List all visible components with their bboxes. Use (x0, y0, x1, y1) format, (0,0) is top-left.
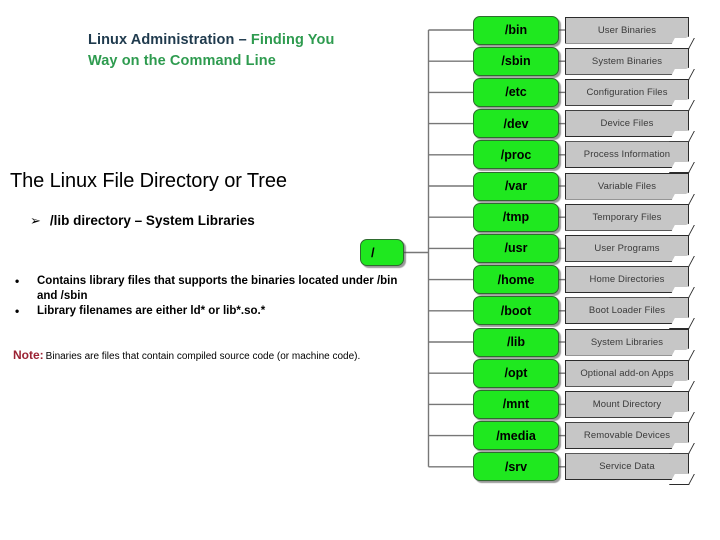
tree-description-lib[interactable]: System Libraries (565, 328, 695, 361)
list-item-label: Library filenames are either ld* or lib*… (37, 305, 266, 317)
bullet-dot-icon: • (15, 304, 20, 318)
tree-node-label: /mnt (502, 397, 530, 412)
tree-node-tmp[interactable]: /tmp (473, 202, 559, 232)
tree-description-label: Device Files (565, 110, 689, 138)
tree-description-label: Boot Loader Files (565, 297, 689, 325)
tree-node-lib[interactable]: /lib (473, 327, 559, 357)
tree-node-bin[interactable]: /bin (473, 15, 559, 45)
arrow-bullet-icon: ➢ (30, 214, 41, 229)
list-item: • Library filenames are either ld* or li… (12, 304, 417, 319)
tree-description-label: Optional add-on Apps (565, 359, 689, 387)
tree-node-var[interactable]: /var (473, 171, 559, 201)
bullet-list: • Contains library files that supports t… (12, 274, 417, 319)
tree-description-label: Removable Devices (565, 422, 689, 450)
tree-node-dev[interactable]: /dev (473, 109, 559, 139)
tree-node-label: /dev (503, 116, 529, 131)
tree-node-label: /proc (500, 147, 532, 162)
tree-description-dev[interactable]: Device Files (565, 110, 695, 143)
tree-node-root-label: / (371, 245, 375, 260)
tree-node-label: /opt (504, 366, 528, 381)
tree-node-label: /tmp (502, 210, 530, 225)
tree-description-opt[interactable]: Optional add-on Apps (565, 359, 695, 392)
tree-node-sbin[interactable]: /sbin (473, 46, 559, 76)
tree-description-media[interactable]: Removable Devices (565, 422, 695, 455)
tree-description-proc[interactable]: Process Information (565, 141, 695, 174)
tree-description-label: System Libraries (565, 328, 689, 356)
tree-description-home[interactable]: Home Directories (565, 266, 695, 299)
tree-node-label: /srv (504, 459, 528, 474)
tree-description-label: System Binaries (565, 47, 689, 75)
tree-node-label: /media (496, 428, 536, 443)
slide-title-secondary: Finding You Way on the Command Line (88, 32, 335, 69)
tree-node-srv[interactable]: /srv (473, 452, 559, 482)
list-item: • Contains library files that supports t… (12, 274, 417, 304)
tree-node-label: /bin (504, 23, 528, 37)
tree-node-media[interactable]: /media (473, 421, 559, 451)
tree-node-label: /lib (506, 335, 526, 349)
arrow-bullet-item: ➢ /lib directory – System Libraries (30, 213, 255, 228)
tree-node-label: /var (504, 179, 528, 193)
tree-description-label: Service Data (565, 453, 689, 481)
note-text: Binaries are files that contain compiled… (45, 351, 361, 362)
tree-node-mnt[interactable]: /mnt (473, 389, 559, 419)
tree-node-usr[interactable]: /usr (473, 233, 559, 263)
tree-node-home[interactable]: /home (473, 265, 559, 295)
section-heading: The Linux File Directory or Tree (10, 170, 287, 192)
tree-node-boot[interactable]: /boot (473, 296, 559, 326)
tree-description-boot[interactable]: Boot Loader Files (565, 297, 695, 330)
arrow-bullet-label: /lib directory – System Libraries (49, 213, 255, 228)
tree-node-proc[interactable]: /proc (473, 140, 559, 170)
tree-description-label: User Binaries (565, 16, 689, 44)
tree-node-label: /etc (505, 85, 527, 100)
tree-node-etc[interactable]: /etc (473, 77, 559, 107)
tree-description-label: Temporary Files (565, 203, 689, 231)
tree-node-label: /boot (500, 303, 532, 318)
tree-node-label: /home (497, 272, 535, 287)
slide-title: Linux Administration – Finding You Way o… (88, 30, 368, 72)
tree-node-label: /sbin (501, 54, 531, 69)
tree-description-label: Configuration Files (565, 78, 689, 106)
tree-description-mnt[interactable]: Mount Directory (565, 390, 695, 423)
tree-node-root[interactable]: / (360, 239, 404, 266)
tree-description-usr[interactable]: User Programs (565, 234, 695, 267)
tree-description-label: Variable Files (565, 172, 689, 200)
tree-description-etc[interactable]: Configuration Files (565, 78, 695, 111)
tree-description-tmp[interactable]: Temporary Files (565, 203, 695, 236)
tree-node-label: /usr (504, 241, 528, 256)
tree-description-label: Process Information (565, 141, 689, 169)
tree-description-srv[interactable]: Service Data (565, 453, 695, 486)
list-item-label: Contains library files that supports the… (37, 275, 398, 302)
bullet-dot-icon: • (15, 274, 20, 288)
tree-description-label: Home Directories (565, 266, 689, 294)
tree-description-sbin[interactable]: System Binaries (565, 47, 695, 80)
tree-description-label: User Programs (565, 234, 689, 262)
tree-description-label: Mount Directory (565, 390, 689, 418)
tree-node-opt[interactable]: /opt (473, 358, 559, 388)
slide-title-primary: Linux Administration – (88, 32, 251, 48)
tree-description-var[interactable]: Variable Files (565, 172, 695, 205)
tree-description-bin[interactable]: User Binaries (565, 16, 695, 49)
note-label: Note: (13, 348, 44, 362)
note-callout: Note:Binaries are files that contain com… (13, 348, 360, 362)
